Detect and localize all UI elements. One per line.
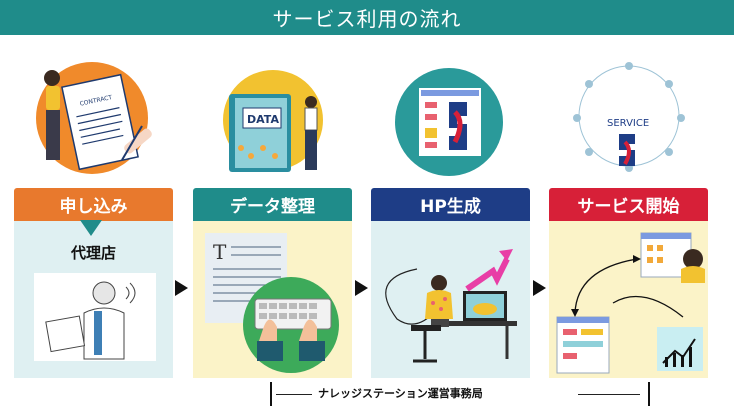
svg-text:T: T [213, 240, 227, 264]
step-service-start: サービス開始 [549, 188, 708, 378]
contract-illustration: CONTRACT [36, 62, 152, 174]
footer-note: ナレッジステーション運営事務局 [318, 387, 483, 400]
designer-at-desk-illustration [385, 249, 517, 363]
service-flow-illustration [556, 232, 705, 374]
arrow-right-icon-2 [355, 280, 368, 296]
step-hp-label: HP生成 [420, 197, 481, 217]
step-data-body: T [193, 221, 352, 378]
service-illustration: SERVICE [573, 62, 685, 172]
down-pointer-icon [80, 220, 102, 236]
data-label: DATA [247, 113, 279, 126]
step-hp-header: HP生成 [371, 188, 530, 221]
page-title-banner: サービス利用の流れ [0, 0, 734, 35]
step-service-body [549, 221, 708, 378]
document-keyboard-illustration: T [205, 233, 339, 373]
step-service-header: サービス開始 [549, 188, 708, 221]
step-data-organize: データ整理 T [193, 188, 352, 378]
agent-label: 代理店 [70, 244, 116, 262]
step-hp-body [371, 221, 530, 378]
step-apply-label: 申し込み [59, 197, 128, 217]
footer-line-right [578, 394, 640, 395]
footer-bracket-left [270, 382, 272, 406]
step-apply: 申し込み 代理店 [14, 188, 173, 378]
hp-web-illustration [395, 68, 503, 176]
footer-bracket-right [648, 382, 650, 406]
step-data-header: データ整理 [193, 188, 352, 221]
phone-call-illustration [34, 273, 156, 361]
arrow-right-icon-3 [533, 280, 546, 296]
service-label: SERVICE [607, 118, 649, 129]
step-hp-generate: HP生成 [371, 188, 530, 378]
step-apply-body: 代理店 [14, 220, 173, 378]
data-binder-illustration: DATA [223, 70, 323, 172]
step-apply-header: 申し込み [14, 188, 173, 221]
step-service-label: サービス開始 [577, 197, 680, 217]
page-title: サービス利用の流れ [272, 7, 462, 31]
footer-line-left [276, 394, 312, 395]
arrow-right-icon-1 [175, 280, 188, 296]
step-data-label: データ整理 [230, 197, 315, 217]
